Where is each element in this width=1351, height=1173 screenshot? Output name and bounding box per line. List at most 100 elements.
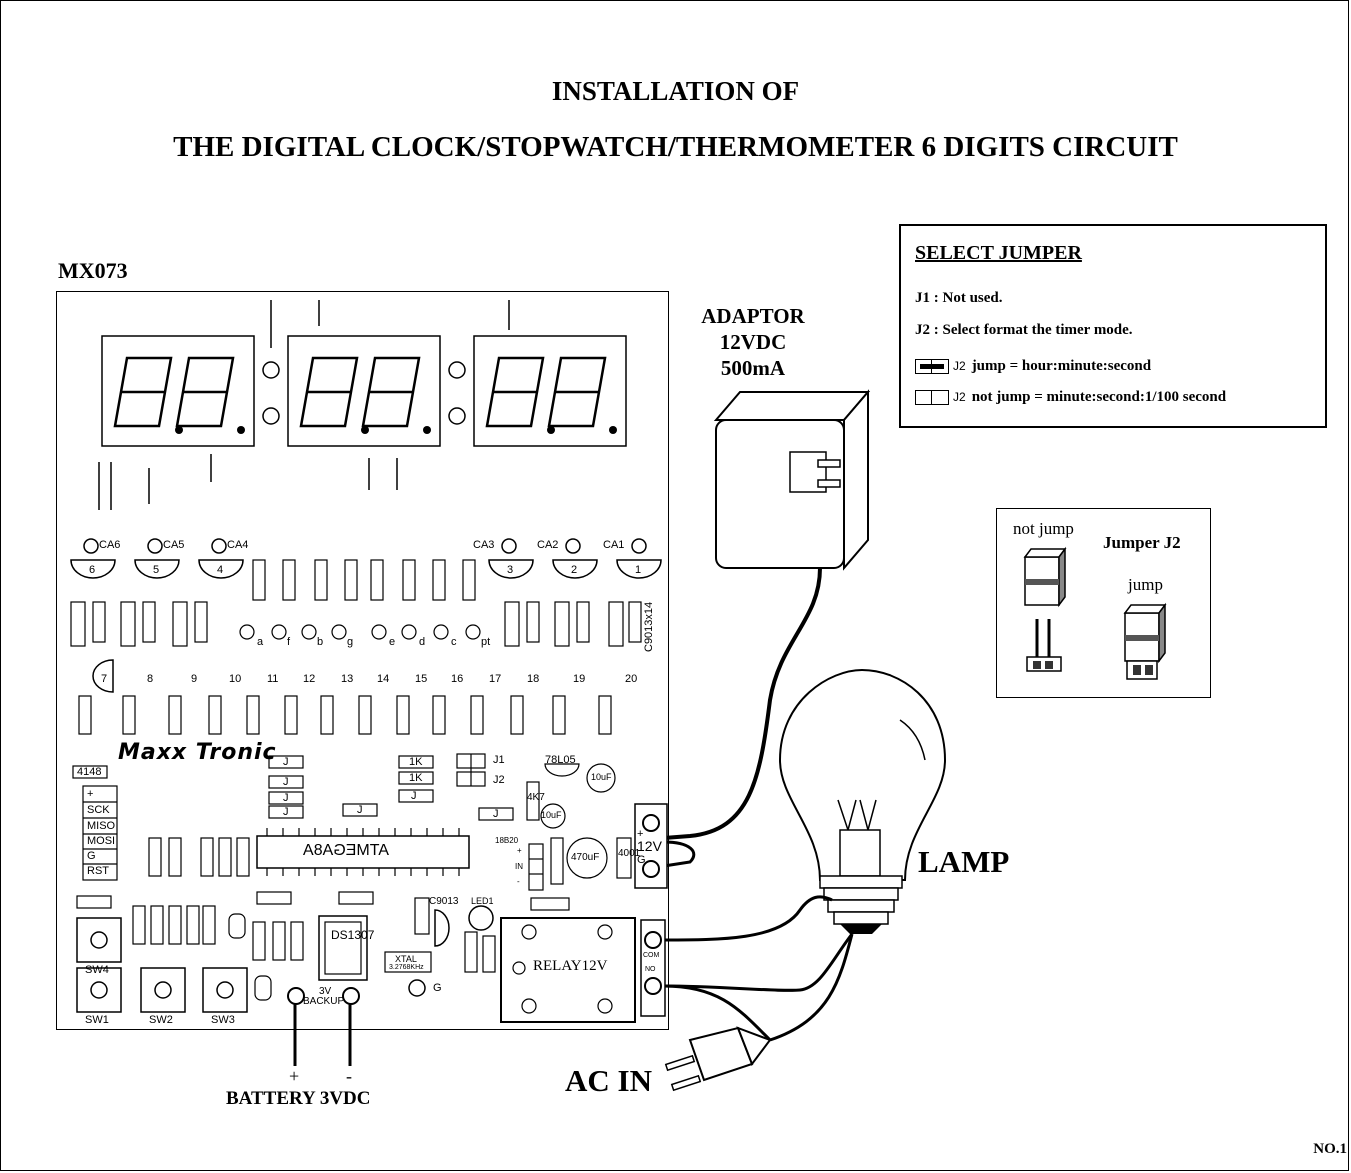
- seg-c: c: [451, 636, 457, 648]
- cap-10uf-a: 10uF: [591, 772, 612, 782]
- seg-g: g: [347, 636, 354, 648]
- jumper-closed-icon: [915, 359, 949, 375]
- jumper-j2-box: not jump Jumper J2 jump: [996, 508, 1211, 698]
- cap-470uf: 470uF: [571, 852, 600, 863]
- transistor-19: 19: [573, 673, 586, 685]
- res-1k-b: 1K: [409, 772, 423, 784]
- model-number: MX073: [58, 258, 128, 283]
- power-gnd: G: [637, 854, 646, 866]
- colon-leds: [262, 361, 466, 425]
- adaptor-line-3: 500mA: [720, 356, 786, 380]
- backup-3v: 3V: [319, 986, 332, 997]
- c9013-transistors: [92, 659, 114, 693]
- sensor-pin-plus: +: [517, 846, 522, 855]
- ca3-label: CA3: [473, 539, 495, 551]
- sensor-pin-minus: -: [517, 877, 520, 886]
- adaptor-line-2: 12VDC: [719, 330, 787, 354]
- notjump-code: J2: [953, 390, 966, 404]
- ca1-label: CA1: [603, 539, 625, 551]
- transistor-15: 15: [415, 673, 428, 685]
- diode-4001: 4001: [618, 848, 641, 859]
- j2-note: J2 : Select format the timer mode.: [915, 322, 1133, 338]
- jump-text: jump = hour:minute:second: [971, 358, 1152, 374]
- jumper-7: J: [411, 790, 417, 802]
- transistor-7: 7: [101, 673, 108, 685]
- ground-label: G: [433, 982, 442, 994]
- jumper-4: J: [283, 806, 289, 818]
- xtal-freq: 3.2768KHz: [389, 964, 424, 971]
- lamp-bulb-icon: [778, 668, 947, 934]
- relay-label: RELAY12V: [533, 958, 608, 974]
- ac-in-label: AC IN: [565, 1063, 652, 1098]
- rtc-label: DS1307: [331, 928, 375, 942]
- sensor-label: 18B20: [495, 836, 519, 845]
- j2-label: J2: [493, 774, 505, 786]
- seg-pt: pt: [481, 636, 491, 648]
- jump-label: jump: [1128, 575, 1163, 594]
- adaptor-cable: [663, 567, 822, 840]
- relay-no: NO: [645, 966, 656, 973]
- transistor-4: 4: [217, 564, 224, 576]
- mains-wire: [769, 933, 854, 1042]
- battery-plus: +: [289, 1066, 300, 1086]
- not-jump-label: not jump: [1013, 519, 1074, 538]
- transistor-12: 12: [303, 673, 316, 685]
- lamp-wire-com: [663, 895, 833, 942]
- transistor-16: 16: [451, 673, 464, 685]
- seg-f: f: [287, 636, 291, 648]
- res-4k7: 4K7: [527, 792, 545, 803]
- seven-segment-digits: [113, 356, 607, 428]
- battery-label: BATTERY 3VDC: [226, 1088, 371, 1109]
- j1-note: J1 : Not used.: [915, 290, 1003, 306]
- transistor-20: 20: [625, 673, 638, 685]
- open-jumper-cap-icon: [1023, 546, 1067, 608]
- transistor-9: 9: [191, 673, 198, 685]
- jumper-5: J: [357, 804, 363, 816]
- transistor-11: 11: [267, 673, 279, 685]
- lamp-wire-no: [663, 933, 854, 992]
- c9013-label: C9013x14: [643, 601, 655, 652]
- open-jumper-pins-icon: [1026, 619, 1062, 672]
- isp-mosi: MOSI: [87, 835, 116, 847]
- c9013-single: C9013: [429, 896, 459, 907]
- sw1-label: SW1: [85, 1014, 109, 1026]
- isp-g: G: [87, 850, 96, 862]
- transistor-17: 17: [489, 673, 502, 685]
- notjump-text: not jump = minute:second:1/100 second: [971, 389, 1227, 405]
- power-12v: 12V: [637, 838, 662, 854]
- transistor-3: 3: [507, 564, 514, 576]
- isp-sck: SCK: [87, 804, 110, 816]
- board-art: [70, 300, 668, 1023]
- isp-plus: +: [87, 788, 94, 800]
- jump-code: J2: [953, 359, 966, 373]
- adaptor-line-1: ADAPTOR: [701, 304, 805, 328]
- jumper-3: J: [283, 792, 289, 804]
- ca2-label: CA2: [537, 539, 559, 551]
- backup-sub: BACKUP: [303, 996, 345, 1007]
- res-1k-a: 1K: [409, 756, 423, 768]
- transistor-2: 2: [571, 564, 578, 576]
- adaptor-label: ADAPTOR 12VDC 500mA: [688, 303, 818, 381]
- sw2-label: SW2: [149, 1014, 173, 1026]
- transistor-5: 5: [153, 564, 160, 576]
- xtal-label: XTAL: [395, 954, 417, 964]
- notjump-option: J2 not jump = minute:second:1/100 second: [915, 389, 1226, 406]
- diode-4148-top: 4148: [77, 766, 102, 778]
- ac-plug-icon: [664, 1026, 772, 1092]
- jumper-1: J: [283, 756, 289, 768]
- isp-rst: RST: [87, 865, 109, 877]
- select-jumper-heading: SELECT JUMPER: [915, 242, 1082, 264]
- j1-label: J1: [493, 754, 505, 766]
- page-number: NO.1: [1313, 1141, 1347, 1157]
- jumper-open-icon: [915, 390, 949, 406]
- jumper-illustration: [1023, 546, 1167, 680]
- ca6-label: CA6: [99, 539, 121, 551]
- transistor-6: 6: [89, 564, 96, 576]
- seg-b: b: [317, 636, 324, 648]
- jumper-6: J: [493, 808, 499, 820]
- seg-a: a: [257, 636, 264, 648]
- transistor-14: 14: [377, 673, 390, 685]
- adaptor-icon: [713, 389, 871, 571]
